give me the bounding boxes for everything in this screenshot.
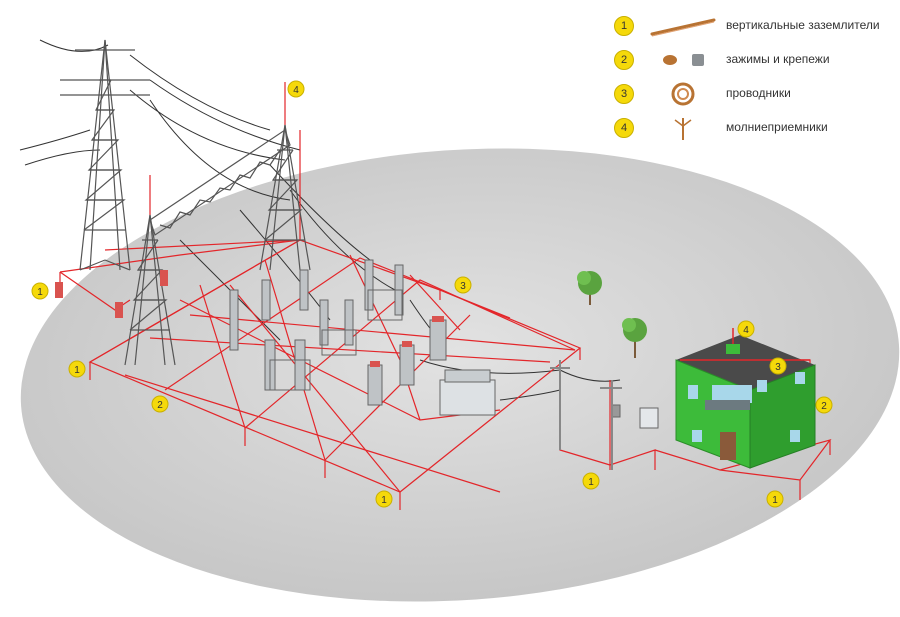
- svg-text:1: 1: [37, 287, 43, 298]
- clamps-icon: [663, 54, 704, 66]
- legend-badge: 4: [614, 118, 634, 138]
- legend-label: проводники: [726, 86, 791, 100]
- distribution-pole: [550, 360, 622, 470]
- marker-3: 3: [769, 357, 787, 375]
- legend-badge: 2: [614, 50, 634, 70]
- marker-badges: 1 1 2 3 4 1 1 4 3 2 1: [31, 80, 833, 508]
- grounding-rod-icon: [650, 18, 716, 37]
- svg-text:1: 1: [381, 495, 387, 506]
- svg-text:3: 3: [775, 362, 781, 373]
- svg-text:2: 2: [821, 401, 827, 412]
- transformer-caps: [55, 270, 444, 367]
- marker-1: 1: [68, 360, 86, 378]
- marker-4: 4: [287, 80, 305, 98]
- transmission-tower: [60, 39, 150, 271]
- marker-2: 2: [815, 396, 833, 414]
- tree: [577, 271, 647, 358]
- control-building: [675, 328, 816, 469]
- marker-1: 1: [31, 282, 49, 300]
- marker-4: 4: [737, 320, 755, 338]
- legend-item-grounding-rods: 1 вертикальные заземлители: [614, 12, 894, 40]
- legend-label: вертикальные заземлители: [726, 18, 880, 32]
- svg-text:1: 1: [772, 495, 778, 506]
- svg-text:2: 2: [157, 400, 163, 411]
- svg-text:1: 1: [588, 477, 594, 488]
- wire-coil-icon: [671, 82, 695, 106]
- lightning-rod-icon: [674, 118, 692, 140]
- legend-badge: 3: [614, 84, 634, 104]
- marker-1: 1: [375, 490, 393, 508]
- legend-label: зажимы и крепежи: [726, 52, 830, 66]
- legend-item-lightning-rods: 4 молниеприемники: [614, 114, 894, 142]
- marker-3: 3: [454, 276, 472, 294]
- legend-item-conductors: 3 проводники: [614, 80, 894, 108]
- marker-1: 1: [582, 472, 600, 490]
- legend-badge: 1: [614, 16, 634, 36]
- portal-gantry: [124, 124, 311, 366]
- svg-text:4: 4: [743, 325, 749, 336]
- svg-text:1: 1: [74, 365, 80, 376]
- svg-text:3: 3: [460, 281, 466, 292]
- svg-text:4: 4: [293, 85, 299, 96]
- legend-item-clamps: 2 зажимы и крепежи: [614, 46, 894, 74]
- marker-2: 2: [151, 395, 169, 413]
- legend-label: молниеприемники: [726, 120, 828, 134]
- marker-1: 1: [766, 490, 784, 508]
- switchgear-equipment: [229, 259, 659, 429]
